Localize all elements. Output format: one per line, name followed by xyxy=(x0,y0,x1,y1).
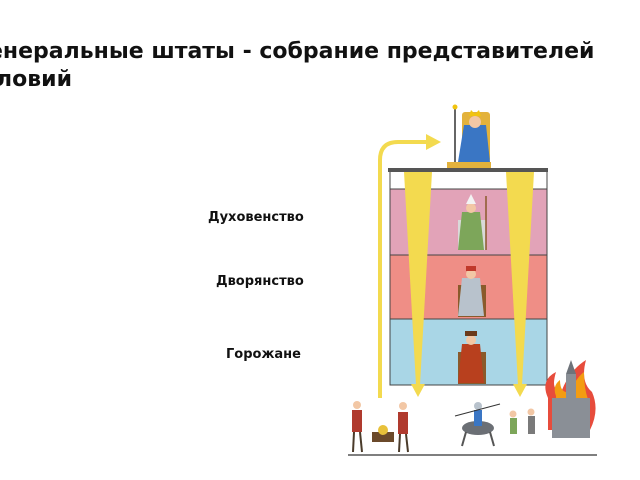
down-arrow-right xyxy=(506,172,534,397)
estate-label-nobility: Дворянство xyxy=(216,274,304,289)
down-arrow-left xyxy=(404,172,432,397)
up-arrow-head xyxy=(426,134,441,150)
estate-label-townspeople: Горожане xyxy=(226,347,301,362)
estate-label-clergy: Духовенство xyxy=(208,210,304,225)
title-line-2: ловий xyxy=(0,67,72,92)
up-arrow-path xyxy=(378,140,428,398)
knights-group xyxy=(454,402,535,447)
clergy-figure xyxy=(458,194,487,250)
page-title: енеральные штаты - собрание представител… xyxy=(0,38,640,94)
townsman-figure xyxy=(458,331,486,384)
peasants-group xyxy=(352,401,409,453)
top-platform xyxy=(388,168,548,172)
noble-figure xyxy=(458,266,486,317)
king-figure xyxy=(447,104,491,168)
title-line-1: енеральные штаты - собрание представител… xyxy=(0,39,595,64)
burning-castle xyxy=(545,360,596,438)
